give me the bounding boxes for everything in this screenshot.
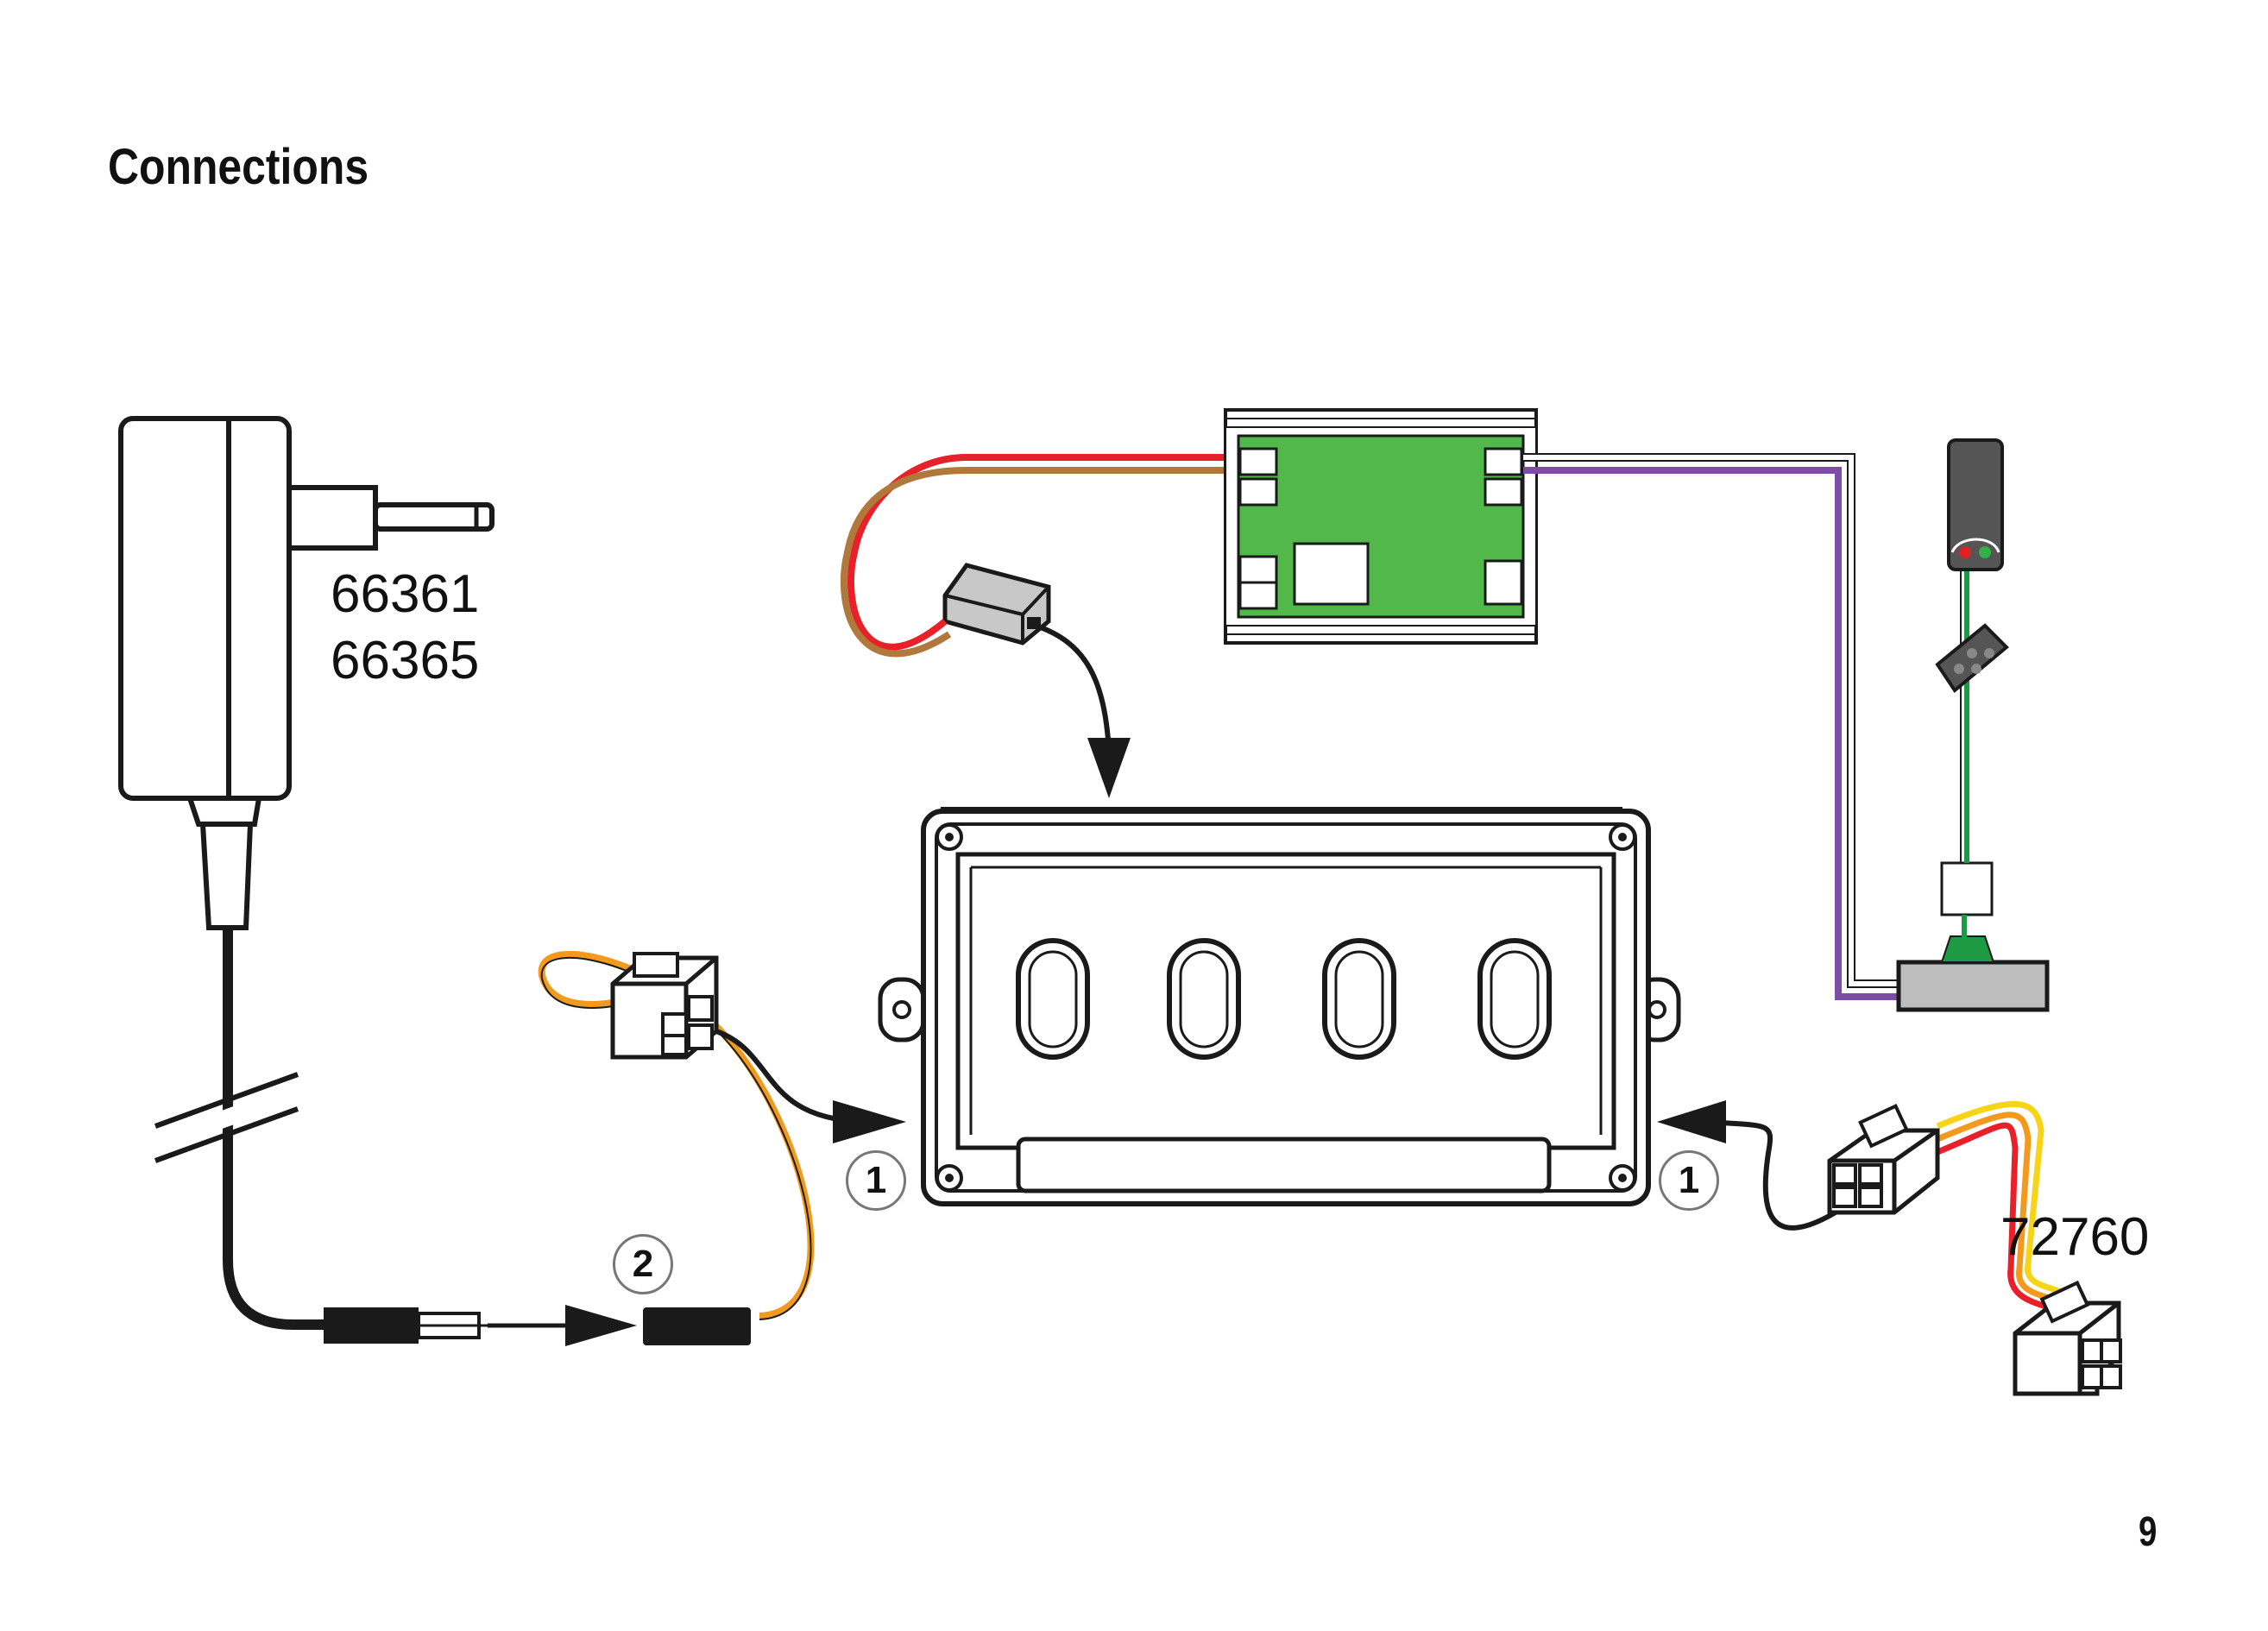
control-button-3 [1322, 938, 1396, 1060]
control-box-icon [878, 807, 1681, 1206]
control-button-4 [1477, 938, 1552, 1060]
callout-left-socket: 1 [846, 1150, 906, 1211]
power-socket-cable-icon [538, 950, 906, 1345]
light-signal-icon [1896, 438, 2050, 1012]
page-number: 9 [2139, 1509, 2158, 1555]
callout-right-socket: 1 [1659, 1150, 1719, 1211]
page-title: Connections [108, 139, 369, 195]
bus-connector-icon [942, 563, 1131, 798]
signal-output-wire-icon [1523, 453, 1899, 1000]
decoder-board-icon [1224, 408, 1538, 645]
power-supply-part-number-2: 66365 [331, 631, 480, 690]
control-button-1 [1016, 938, 1090, 1060]
cable-set-icon [1657, 1100, 2122, 1396]
control-button-2 [1167, 938, 1241, 1060]
decoder-input-wire-icon [840, 454, 1243, 658]
cable-set-part-number: 72760 [2000, 1207, 2150, 1267]
power-supply-icon [118, 416, 637, 1346]
callout-power-plug: 2 [613, 1234, 673, 1294]
power-supply-part-number-1: 66361 [331, 564, 480, 624]
